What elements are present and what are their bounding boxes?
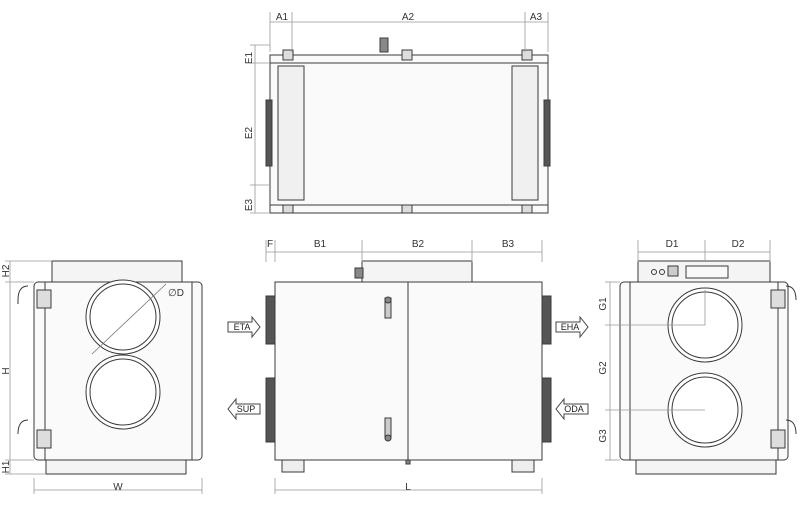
dim-w: W [113,482,123,493]
dim-l: L [405,482,411,493]
dim-f: F [267,239,273,250]
top-view [265,37,551,214]
left-side-view [17,260,203,475]
svg-text:ETA: ETA [234,322,251,332]
dim-h2: H2 [1,264,12,277]
dim-h1: H1 [1,460,12,473]
flow-arrow-eha: EHA [555,315,589,339]
svg-text:EHA: EHA [561,322,580,332]
dim-d: ∅D [168,288,184,299]
dim-e1: E1 [244,51,255,64]
dim-b3: B3 [502,239,515,250]
flow-arrow-oda: ODA [555,397,589,421]
dim-d1: D1 [666,239,679,250]
dim-h: H [1,367,12,374]
top-view-dimensions [250,12,549,214]
dim-e2: E2 [244,126,255,139]
dim-g2: G2 [598,361,609,375]
flow-arrow-eta: ETA [227,315,261,339]
svg-text:SUP: SUP [237,404,256,414]
dim-a1: A1 [276,12,289,23]
dim-g3: G3 [598,429,609,443]
dim-g1: G1 [598,297,609,311]
dim-e3: E3 [244,198,255,211]
right-view-dimensions [605,240,771,461]
left-view-dimensions [5,260,203,494]
dim-b2: B2 [412,239,425,250]
svg-text:ODA: ODA [564,404,584,414]
flow-arrow-sup: SUP [227,397,261,421]
dim-a3: A3 [530,12,543,23]
dim-b1: B1 [314,239,327,250]
dim-a2: A2 [402,12,415,23]
right-side-view [619,260,797,475]
dim-d2: D2 [732,239,745,250]
front-view [265,260,552,473]
front-view-dimensions [265,240,543,494]
